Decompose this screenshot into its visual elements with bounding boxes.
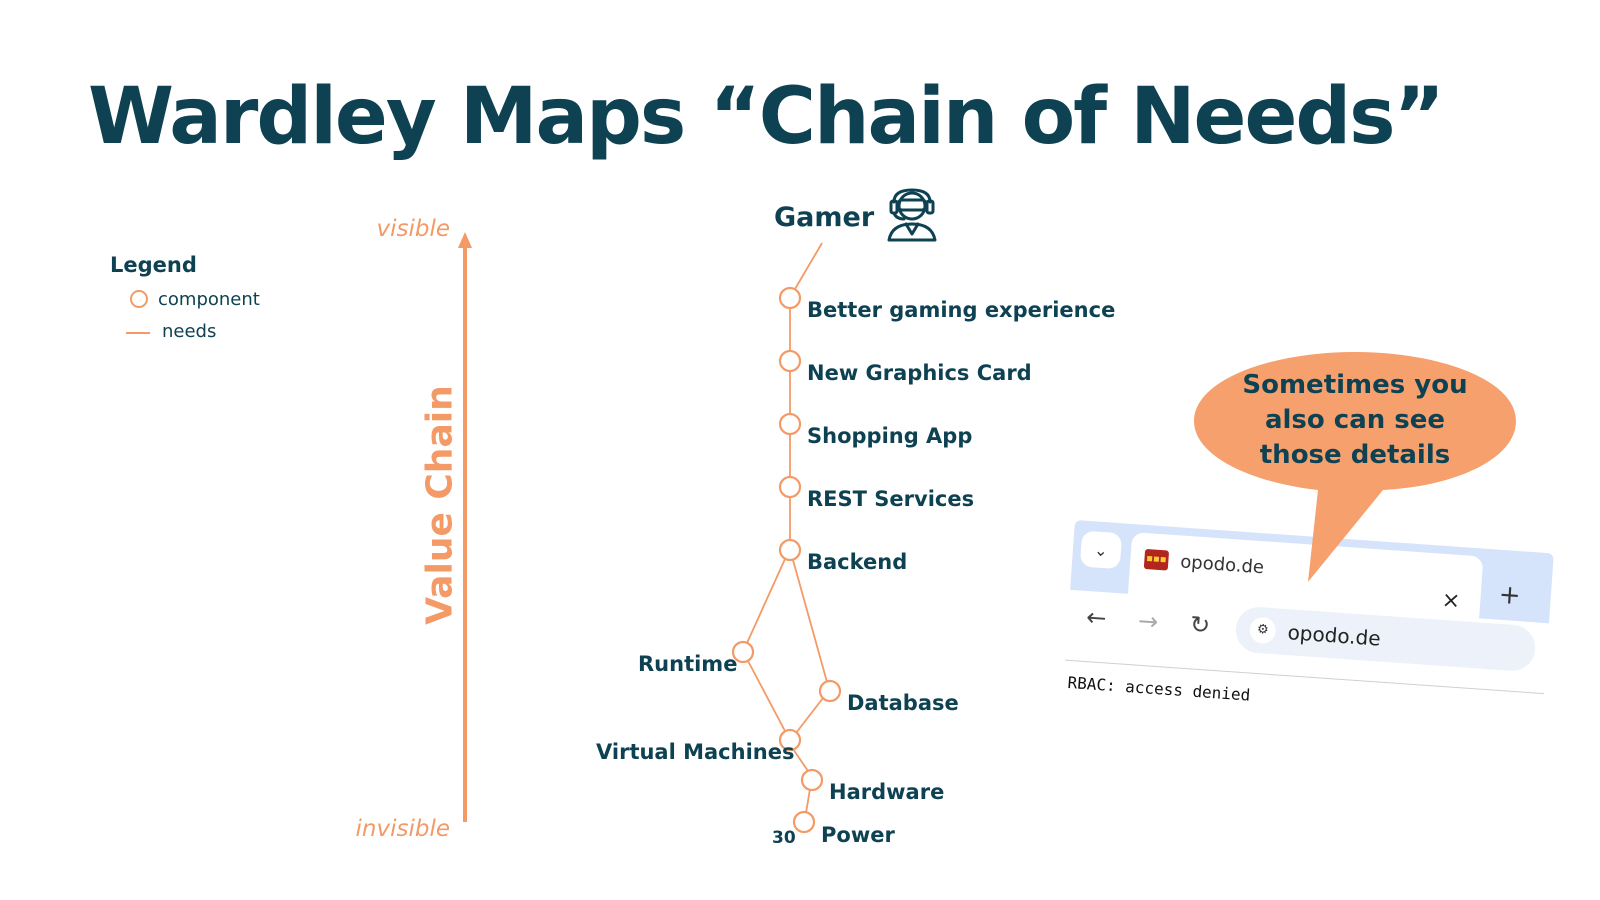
axis-bottom-label: invisible	[355, 816, 450, 842]
need-link-database-vm	[795, 697, 824, 734]
need-link-backend-database	[792, 559, 828, 683]
axis-top-label: visible	[376, 216, 450, 242]
node-label-hardware: Hardware	[829, 780, 945, 804]
needs-line-icon	[126, 332, 150, 334]
axis-arrowhead	[458, 232, 472, 248]
need-link-runtime-vm	[747, 660, 786, 732]
node-label-new-graphics-card: New Graphics Card	[807, 361, 1032, 385]
node-label-shopping-app: Shopping App	[807, 424, 973, 448]
gamer-headset-icon	[887, 188, 937, 242]
page-title: Wardley Maps “Chain of Needs”	[88, 72, 1445, 162]
node-label-runtime: Runtime	[638, 652, 738, 676]
component-node	[778, 538, 802, 562]
node-label-database: Database	[847, 691, 959, 715]
user-label: Gamer	[774, 202, 875, 233]
component-node	[778, 412, 802, 436]
component-node	[818, 679, 842, 703]
legend-component-label: component	[158, 288, 260, 310]
legend-needs-row: needs	[110, 315, 260, 347]
component-node	[731, 640, 755, 664]
legend-needs-label: needs	[162, 320, 217, 342]
legend-component-row: component	[110, 283, 260, 315]
component-node	[778, 286, 802, 310]
component-node	[792, 810, 816, 834]
need-link-hardware-power	[805, 788, 811, 814]
component-node	[778, 728, 802, 752]
node-label-better-gaming-experience: Better gaming experience	[807, 298, 1116, 322]
node-label-virtual-machines: Virtual Machines	[596, 740, 795, 764]
component-node	[800, 768, 824, 792]
need-link-backend-runtime	[746, 558, 786, 644]
need-link-vm-hardware	[792, 748, 809, 772]
callout-text: Sometimes you also can see those details	[1242, 370, 1468, 470]
page-number: 30	[772, 828, 796, 848]
component-node	[778, 349, 802, 373]
legend: Legend component needs	[110, 253, 260, 347]
node-label-backend: Backend	[807, 550, 908, 574]
node-label-rest-services: REST Services	[807, 487, 975, 511]
speech-bubble-shape	[1194, 352, 1516, 582]
need-link-gamer-experience	[794, 242, 823, 290]
node-label-power: Power	[821, 823, 895, 847]
component-node	[778, 475, 802, 499]
component-circle-icon	[130, 290, 148, 308]
legend-title: Legend	[110, 253, 197, 277]
